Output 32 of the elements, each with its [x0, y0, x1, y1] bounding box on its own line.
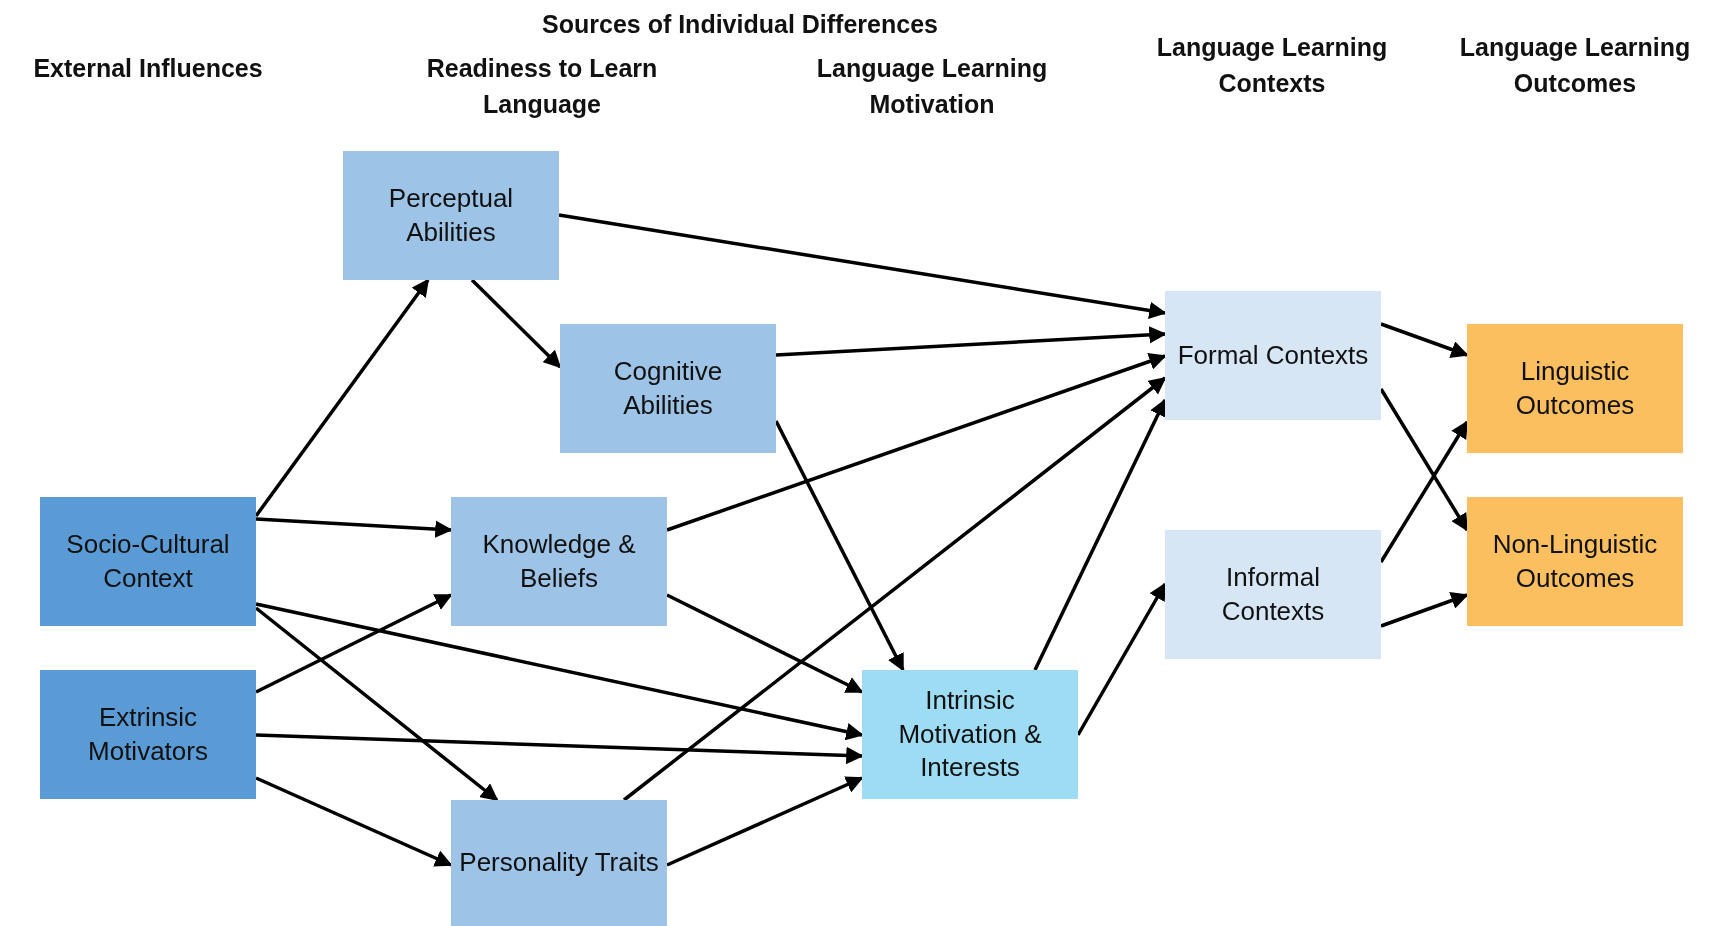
arrow — [666, 593, 864, 694]
factor-box: Linguistic Outcomes — [1467, 324, 1683, 453]
arrow — [666, 776, 864, 867]
factor-box: Perceptual Abilities — [343, 151, 559, 280]
factor-box: Personality Traits — [451, 800, 667, 926]
factor-box: Extrinsic Motivators — [40, 670, 256, 799]
column-heading: External Influences — [32, 53, 264, 84]
factor-box: Formal Contexts — [1165, 291, 1381, 420]
factor-box: Intrinsic Motivation & Interests — [862, 670, 1078, 799]
arrow — [666, 352, 1167, 532]
arrow — [470, 278, 562, 369]
arrow — [622, 376, 1167, 802]
arrow — [1380, 322, 1469, 358]
column-heading: Language Learning Outcomes — [1458, 32, 1692, 100]
arrow — [558, 213, 1167, 320]
arrow — [255, 776, 453, 867]
factor-box: Socio-Cultural Context — [40, 497, 256, 626]
column-heading: Language Learning Motivation — [815, 53, 1049, 121]
column-heading: Readiness to Learn Language — [425, 53, 659, 121]
column-heading: Language Learning Contexts — [1155, 32, 1389, 100]
arrow — [255, 602, 864, 741]
factor-box: Informal Contexts — [1165, 530, 1381, 659]
arrow — [255, 593, 453, 694]
factor-box: Non-Linguistic Outcomes — [1467, 497, 1683, 626]
arrow — [255, 733, 864, 765]
factor-box: Cognitive Abilities — [560, 324, 776, 453]
arrow — [775, 326, 1167, 357]
arrow — [1033, 398, 1167, 671]
arrow — [255, 517, 453, 538]
arrow — [1380, 592, 1469, 628]
factor-box: Knowledge & Beliefs — [451, 497, 667, 626]
column-heading: Sources of Individual Differences — [541, 9, 939, 40]
